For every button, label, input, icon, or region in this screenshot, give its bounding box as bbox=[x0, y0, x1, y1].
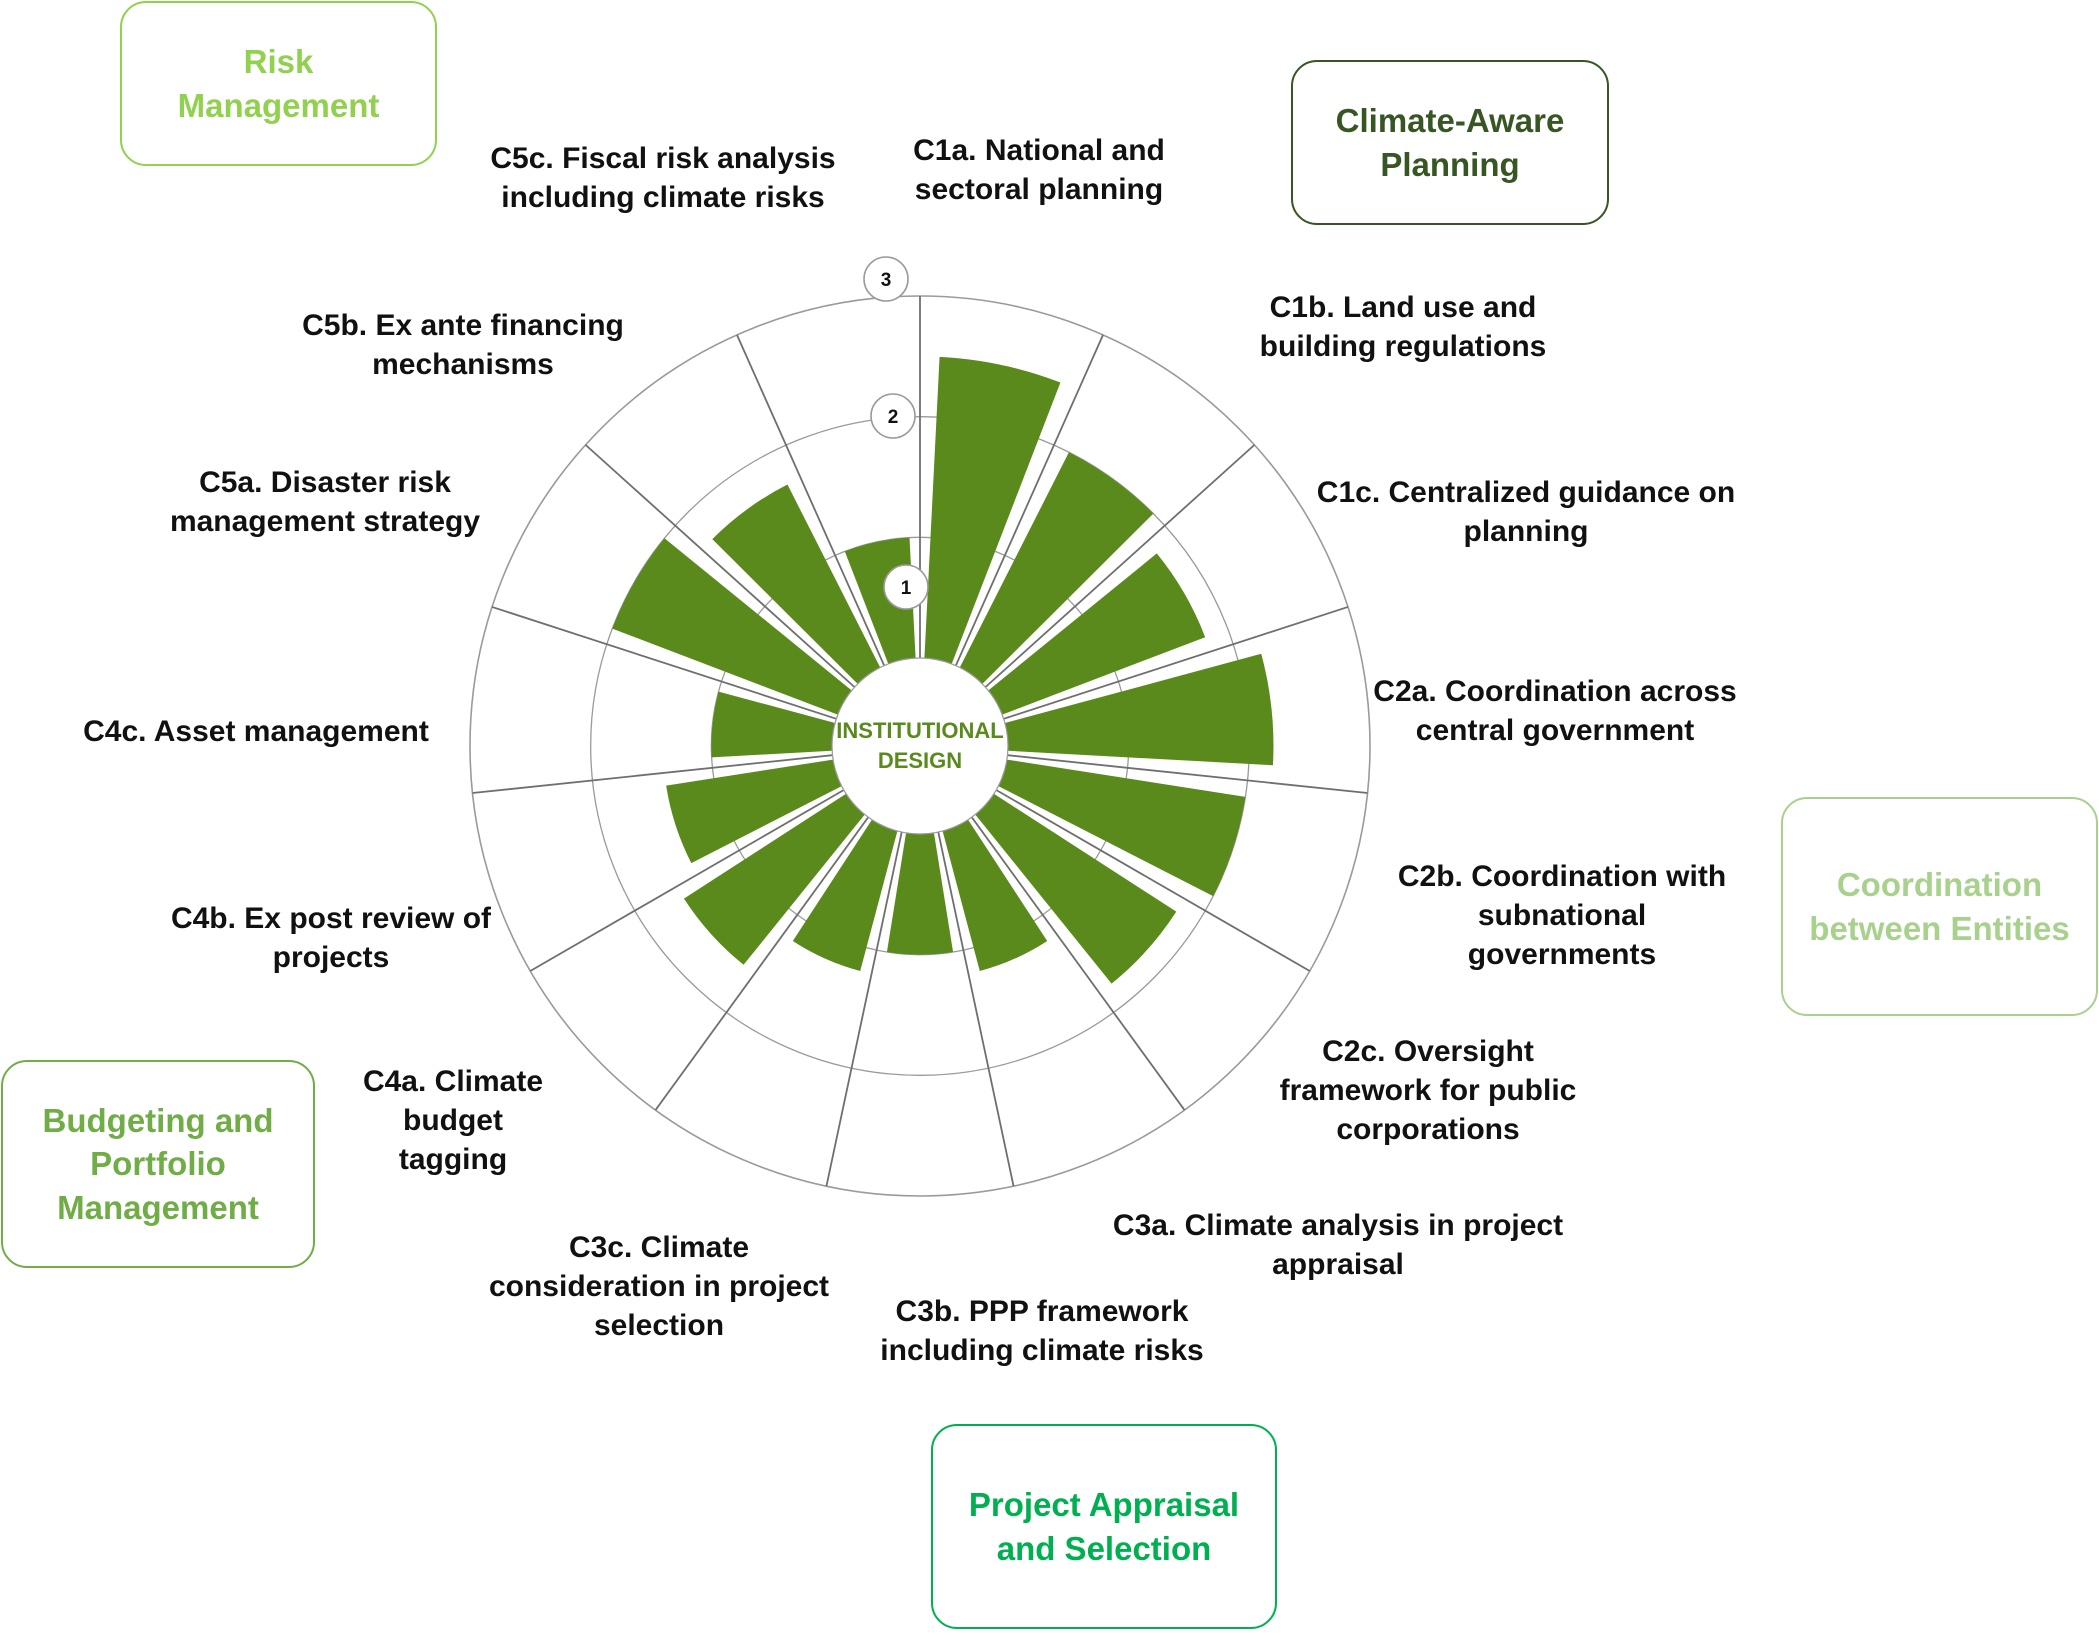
category-label-line: C4c. Asset management bbox=[83, 715, 429, 748]
chart-grid bbox=[469, 295, 1371, 1197]
category-label-line: budget bbox=[403, 1104, 503, 1137]
grid-spoke bbox=[584, 444, 856, 688]
grid-spoke bbox=[825, 831, 903, 1187]
category-label-line: corporations bbox=[1336, 1113, 1519, 1146]
category-label-line: including climate risks bbox=[501, 181, 824, 214]
grid-spoke bbox=[954, 334, 1104, 666]
category-label-line: C1c. Centralized guidance on bbox=[1317, 476, 1735, 509]
category-label-line: C4b. Ex post review of bbox=[171, 902, 492, 935]
category-label-c4c: C4c. Asset management bbox=[83, 715, 429, 748]
grid-spoke bbox=[529, 789, 845, 972]
category-label-c4b: C4b. Ex post review of projects bbox=[171, 902, 492, 974]
category-label-line: C3c. Climate bbox=[569, 1231, 749, 1264]
category-label-line: building regulations bbox=[1260, 330, 1547, 363]
pillar-coordination-between-entities: Coordination between Entities bbox=[1781, 797, 2098, 1016]
grid-spoke bbox=[472, 754, 833, 794]
category-label-c2a: C2a. Coordination across central governme… bbox=[1373, 675, 1736, 747]
category-label-c2c: C2c. Oversight framework for public corpor… bbox=[1280, 1035, 1577, 1146]
category-label-line: framework for public bbox=[1280, 1074, 1577, 1107]
category-label-line: consideration in project bbox=[489, 1270, 829, 1303]
grid-spoke bbox=[654, 816, 870, 1111]
radial-tick-bubble-2 bbox=[870, 393, 916, 439]
center-label-line: INSTITUTIONAL bbox=[836, 718, 1003, 743]
bar-c4a bbox=[683, 793, 865, 965]
grid-spoke bbox=[1007, 754, 1368, 794]
category-label-line: C3a. Climate analysis in project bbox=[1113, 1209, 1563, 1242]
category-label-line: subnational bbox=[1478, 899, 1646, 932]
category-label-line: C3b. PPP framework bbox=[896, 1295, 1189, 1328]
category-label-line: central government bbox=[1416, 714, 1694, 747]
category-label-line: governments bbox=[1468, 938, 1656, 971]
category-label-line: C5a. Disaster risk bbox=[199, 466, 451, 499]
category-label-line: C4a. Climate bbox=[363, 1065, 543, 1098]
grid-spoke bbox=[995, 789, 1311, 972]
bar-c4b bbox=[666, 759, 842, 864]
bar-c5b bbox=[712, 484, 881, 684]
category-label-c1c: C1c. Centralized guidance on planning bbox=[1317, 476, 1735, 548]
bar-c2a bbox=[1004, 653, 1274, 766]
grid-spoke bbox=[491, 606, 837, 720]
bar-c3b bbox=[886, 832, 954, 955]
category-label-line: C1a. National and bbox=[913, 134, 1165, 167]
grid-spoke bbox=[736, 334, 886, 666]
grid-spoke bbox=[984, 444, 1256, 688]
category-label-line: including climate risks bbox=[880, 1334, 1203, 1367]
bar-c1a bbox=[924, 356, 1061, 664]
bar-c1b bbox=[959, 452, 1154, 684]
grid-spoke bbox=[1003, 606, 1349, 720]
category-label-line: management strategy bbox=[170, 505, 480, 538]
category-label-line: C5c. Fiscal risk analysis bbox=[490, 142, 835, 175]
category-label-line: selection bbox=[594, 1309, 724, 1342]
category-label-line: sectoral planning bbox=[915, 173, 1163, 206]
category-label-c5a: C5a. Disaster risk management strategy bbox=[170, 466, 480, 538]
bar-c1c bbox=[988, 553, 1206, 715]
category-label-line: C2c. Oversight bbox=[1322, 1035, 1534, 1068]
category-label-line: C2b. Coordination with bbox=[1398, 860, 1726, 893]
bar-c4c bbox=[711, 691, 836, 758]
radial-tick-label-1: 1 bbox=[901, 578, 912, 599]
category-label-c2b: C2b. Coordination with subnational governm… bbox=[1398, 860, 1726, 971]
grid-spoke bbox=[937, 831, 1015, 1187]
category-label-line: mechanisms bbox=[372, 348, 554, 381]
category-label-c3c: C3c. Climate consideration in project sele… bbox=[489, 1231, 829, 1342]
center-hole bbox=[831, 657, 1009, 835]
bar-c3c bbox=[792, 819, 898, 971]
radial-tick-label-3: 3 bbox=[881, 270, 892, 291]
radial-tick-bubble-1 bbox=[883, 564, 929, 610]
category-label-line: C1b. Land use and bbox=[1270, 291, 1537, 324]
pillar-project-appraisal-and-selection: Project Appraisal and Selection bbox=[931, 1424, 1277, 1629]
bar-c2b bbox=[998, 759, 1246, 897]
chart-bars bbox=[612, 356, 1274, 984]
category-label-c5b: C5b. Ex ante financing mechanisms bbox=[302, 309, 624, 381]
category-label-line: planning bbox=[1464, 515, 1589, 548]
chart-center: INSTITUTIONAL DESIGN bbox=[831, 657, 1009, 835]
radial-tick-label-2: 2 bbox=[888, 407, 899, 428]
category-label-line: appraisal bbox=[1272, 1248, 1404, 1281]
bar-c2c bbox=[975, 793, 1177, 984]
pillar-budgeting-and-portfolio-management: Budgeting and Portfolio Management bbox=[1, 1060, 315, 1268]
category-label-c5c: C5c. Fiscal risk analysis including clima… bbox=[490, 142, 835, 214]
category-label-c3b: C3b. PPP framework including climate risk… bbox=[880, 1295, 1203, 1367]
category-label-line: tagging bbox=[399, 1143, 507, 1176]
radial-ticks: 1 2 3 bbox=[863, 256, 929, 610]
category-label-c4a: C4a. Climate budget tagging bbox=[363, 1065, 543, 1176]
category-label-c3a: C3a. Climate analysis in project appraisa… bbox=[1113, 1209, 1563, 1281]
category-label-line: C5b. Ex ante financing bbox=[302, 309, 624, 342]
pillar-risk-management: Risk Management bbox=[120, 1, 437, 166]
pillar-climate-aware-planning: Climate-Aware Planning bbox=[1291, 60, 1609, 225]
category-label-c1b: C1b. Land use and building regulations bbox=[1260, 291, 1547, 363]
category-label-c1a: C1a. National and sectoral planning bbox=[913, 134, 1165, 206]
radial-tick-bubble-3 bbox=[863, 256, 909, 302]
center-label-line: DESIGN bbox=[878, 748, 962, 773]
bar-c5a bbox=[612, 538, 852, 715]
grid-spoke bbox=[970, 816, 1186, 1111]
bar-c3a bbox=[942, 819, 1048, 971]
category-label-line: projects bbox=[273, 941, 390, 974]
category-label-line: C2a. Coordination across bbox=[1373, 675, 1736, 708]
